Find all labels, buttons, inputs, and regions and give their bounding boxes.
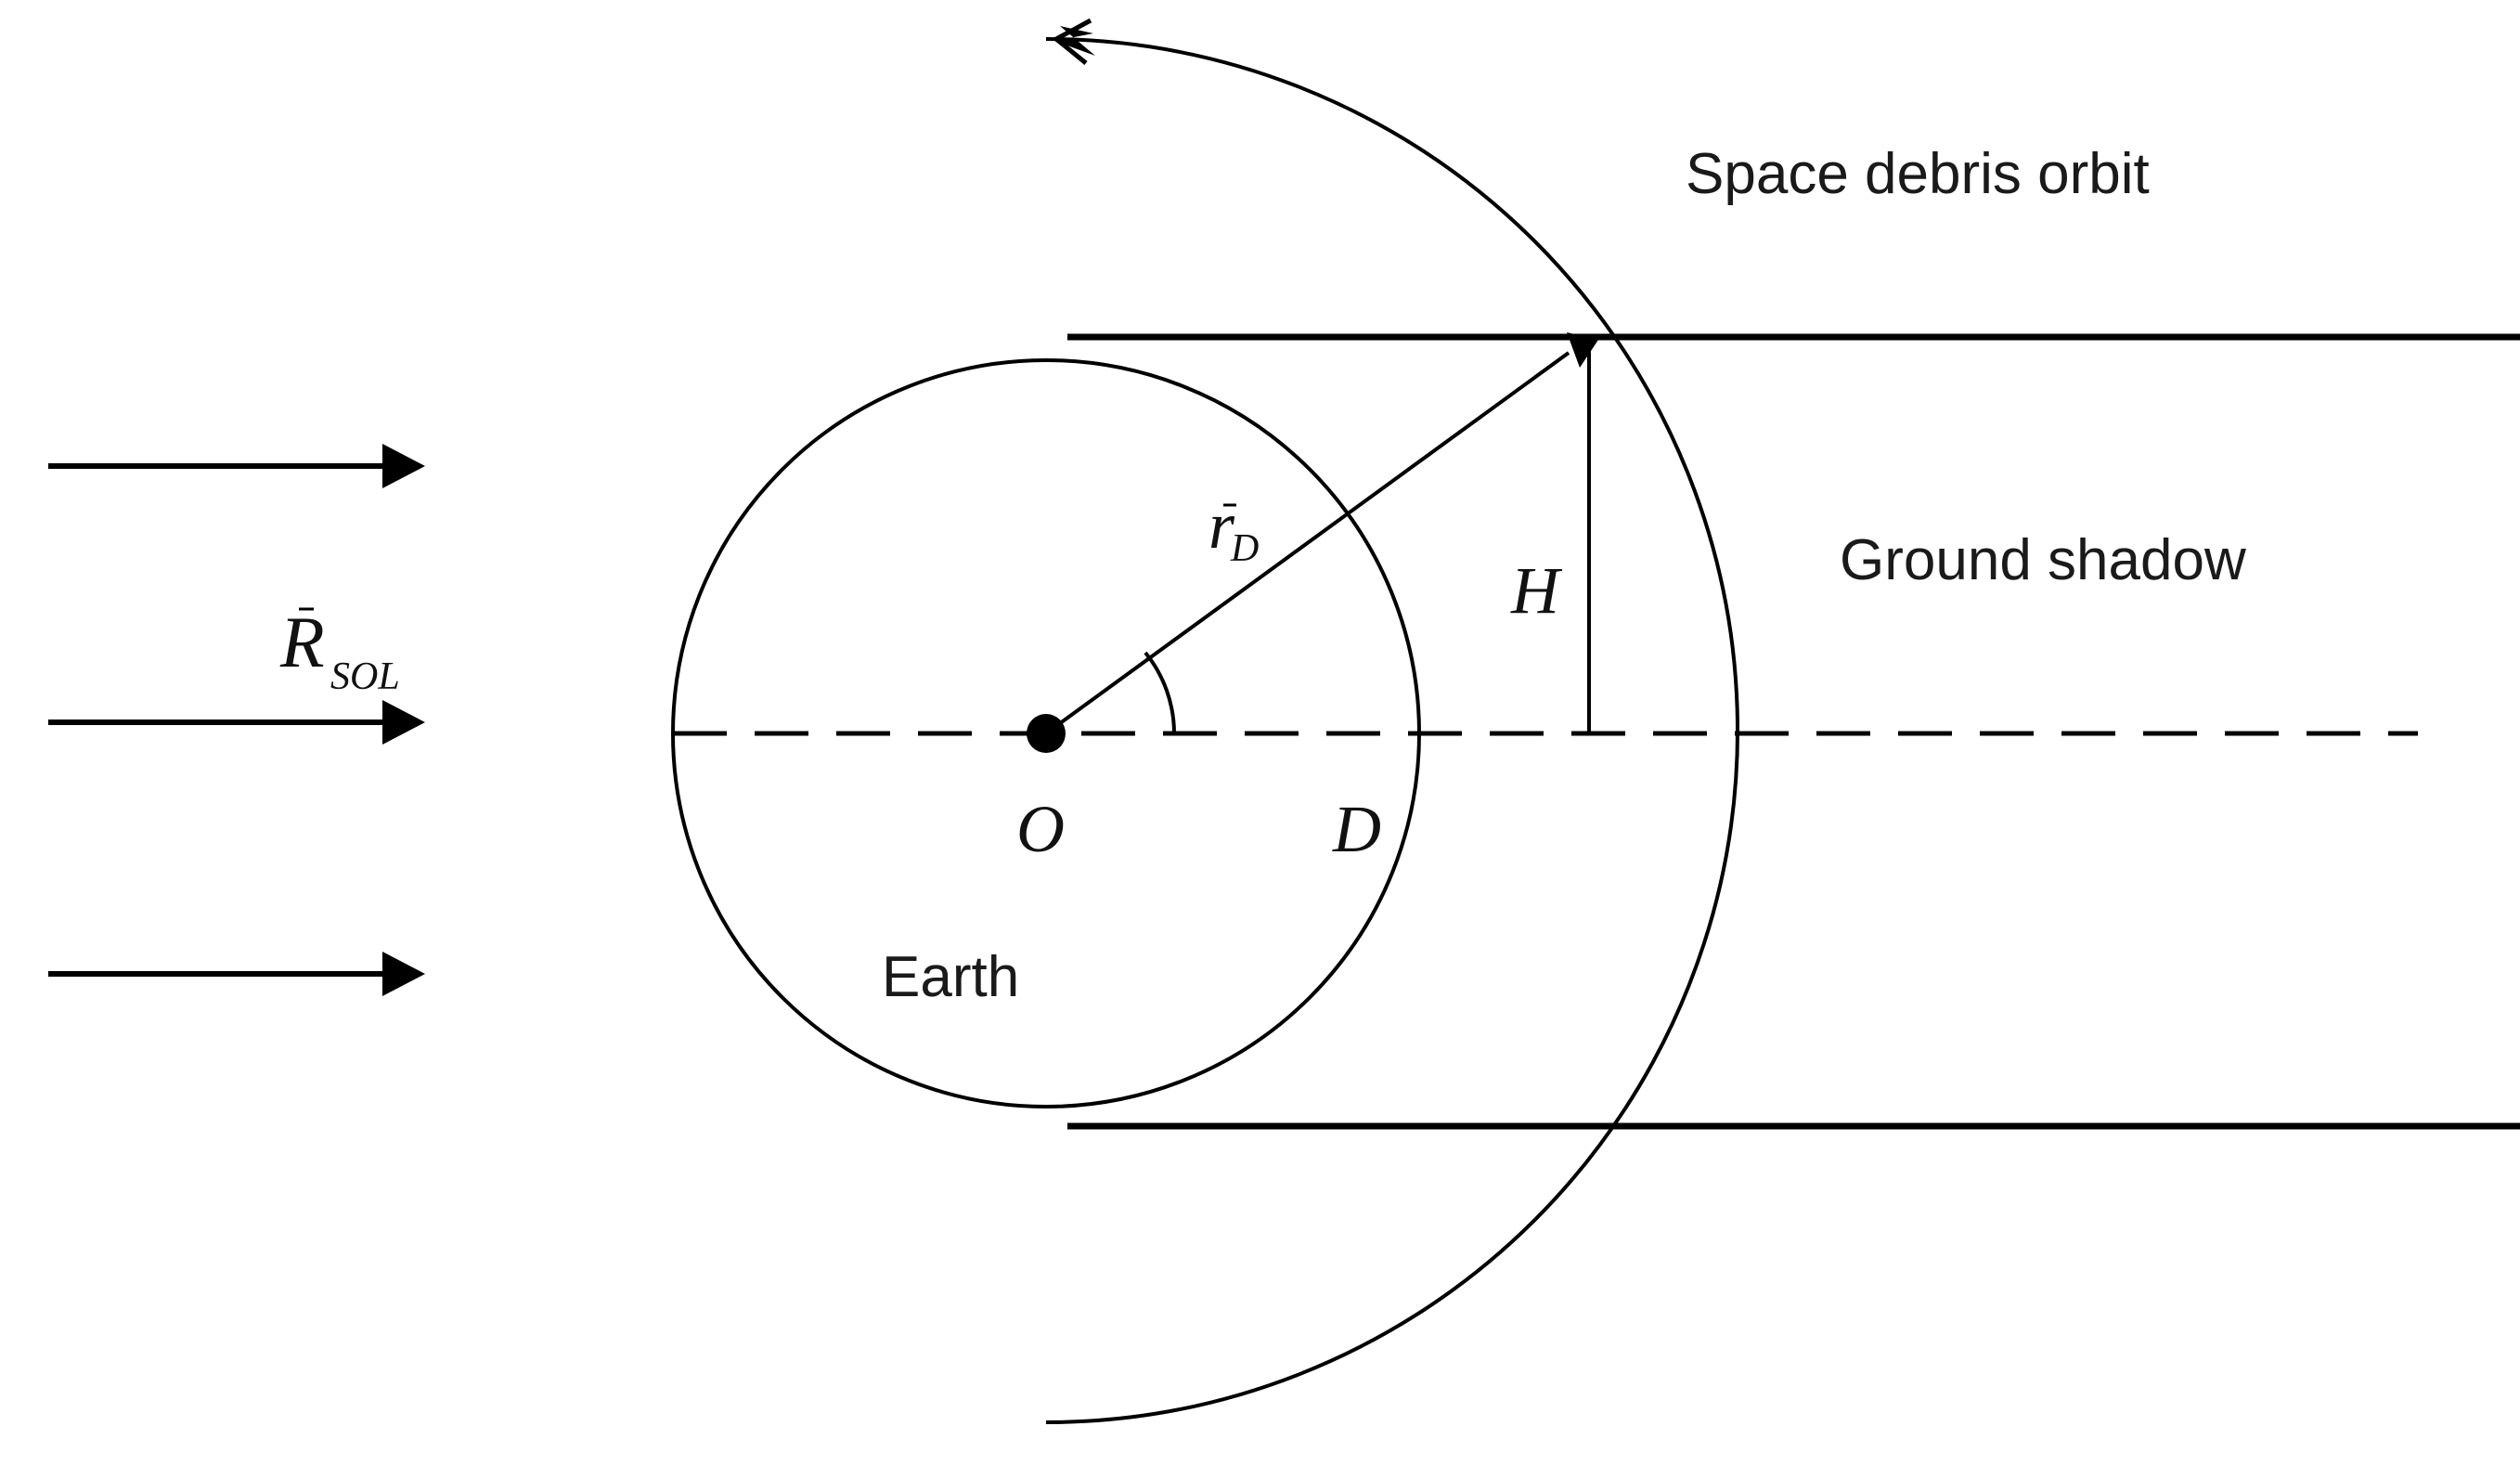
orbit-direction-arrowhead (1054, 26, 1095, 56)
sun-rays (48, 444, 425, 996)
earth-center-point (1027, 714, 1066, 753)
sun-ray-bottom-arrowhead (382, 952, 425, 996)
sun-vector-symbol: R (279, 602, 325, 682)
orbit-arrow-chevron (1052, 18, 1092, 65)
earth-label: Earth (882, 945, 1019, 1009)
radius-vector-symbol: r (1208, 488, 1235, 563)
height-label: H (1510, 553, 1563, 628)
angle-arc (1144, 651, 1176, 734)
sun-ray-top-arrowhead (382, 444, 425, 488)
debris-orbit-arc (1045, 37, 1739, 1424)
radius-vector-subscript: D (1230, 527, 1259, 570)
sun-ray-middle-arrowhead (382, 700, 425, 745)
sun-vector-label: R SOL (279, 602, 400, 698)
sun-vector-subscript: SOL (330, 655, 400, 698)
radius-vector-line (1044, 351, 1570, 735)
orbit-label: Space debris orbit (1686, 142, 2150, 206)
center-label: O (1016, 792, 1065, 866)
radius-vector-label: r D (1208, 488, 1259, 570)
shadow-label: Ground shadow (1840, 528, 2246, 592)
point-d-label: D (1332, 792, 1381, 866)
